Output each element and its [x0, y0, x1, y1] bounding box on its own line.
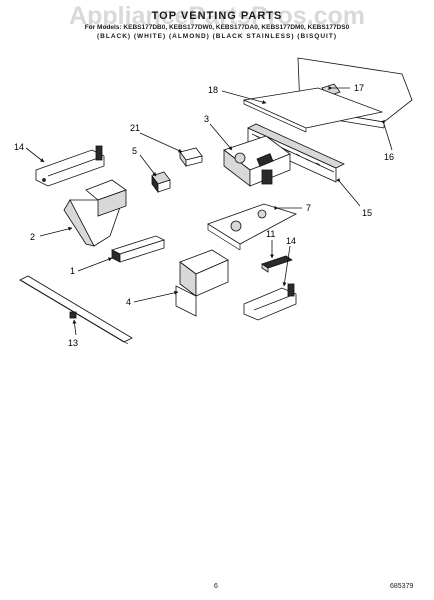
- callout-17: 17: [354, 83, 364, 93]
- part-4-housing-bracket: [175, 249, 229, 317]
- callout-5: 5: [132, 146, 137, 156]
- part-21-block: [179, 147, 203, 168]
- callout-21: 21: [130, 123, 140, 133]
- callout-15: 15: [362, 208, 372, 218]
- callout-4: 4: [126, 297, 131, 307]
- callout-2: 2: [30, 232, 35, 242]
- part-5-switch: [151, 171, 171, 194]
- page-number: 6: [214, 583, 218, 590]
- callout-13: 13: [68, 338, 78, 348]
- part-11-connector: [261, 255, 293, 273]
- page-title: TOP VENTING PARTS: [151, 10, 283, 22]
- callout-18: 18: [208, 85, 218, 95]
- watermark: AppliancePartsPros.com: [69, 2, 365, 30]
- part-7-mount-plate: [207, 203, 298, 251]
- models-line: For Models: KEBS177DB0, KEBS177DW0, KEBS…: [84, 24, 350, 31]
- colors-line: (BLACK) (WHITE) (ALMOND) (BLACK STAINLES…: [97, 33, 337, 40]
- part-3-blower-assembly: [223, 135, 291, 187]
- callout-14-lower: 14: [286, 236, 296, 246]
- callout-1: 1: [70, 266, 75, 276]
- document-number: 685379: [390, 583, 414, 590]
- part-14-side-bracket-right: [243, 283, 297, 321]
- callout-11: 11: [266, 229, 275, 239]
- callout-7: 7: [306, 203, 311, 213]
- part-18-shield: [242, 87, 384, 133]
- part-13-rail: [19, 275, 133, 345]
- part-2-duct: [63, 179, 127, 247]
- part-14-side-bracket-left: [35, 145, 105, 187]
- callout-16: 16: [384, 152, 394, 162]
- callout-14-upper: 14: [14, 142, 24, 152]
- callout-3: 3: [204, 114, 209, 124]
- part-1-strip: [110, 235, 166, 263]
